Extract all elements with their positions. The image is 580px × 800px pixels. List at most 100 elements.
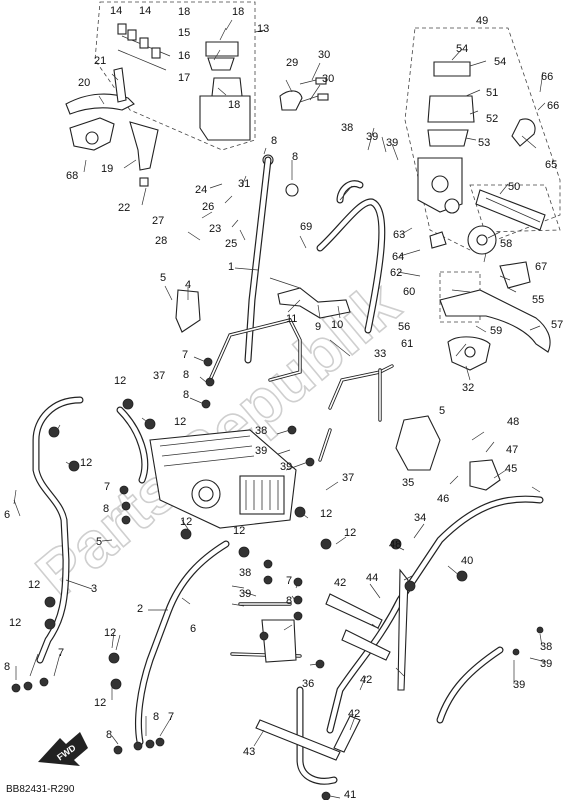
callout-7d: 7 xyxy=(58,647,64,659)
fwd-arrow: FWD xyxy=(38,732,88,766)
callout-7b: 7 xyxy=(104,481,110,493)
callout-7c: 7 xyxy=(286,575,292,587)
callout-20: 20 xyxy=(78,77,90,89)
callout-14: 14 xyxy=(110,5,122,17)
callout-9: 9 xyxy=(315,321,321,333)
callout-10: 10 xyxy=(331,319,343,331)
callout-48b: 48 xyxy=(389,539,401,551)
callout-48: 48 xyxy=(507,416,519,428)
callout-40: 40 xyxy=(461,555,473,567)
callout-59: 59 xyxy=(490,325,502,337)
callout-8i: 8 xyxy=(153,711,159,723)
callout-32: 32 xyxy=(462,382,474,394)
callout-18c: 18 xyxy=(228,99,240,111)
callout-31: 31 xyxy=(238,178,250,190)
callout-6: 6 xyxy=(4,509,10,521)
callout-69: 69 xyxy=(300,221,312,233)
callout-35: 35 xyxy=(402,477,414,489)
callout-11: 11 xyxy=(286,313,297,325)
callout-56: 56 xyxy=(398,321,410,333)
brake-lines xyxy=(32,156,544,785)
callout-34: 34 xyxy=(414,512,426,524)
callout-55: 55 xyxy=(532,294,544,306)
callout-54: 54 xyxy=(456,43,468,55)
callout-50: 50 xyxy=(508,181,520,193)
callout-52: 52 xyxy=(486,113,498,125)
callout-30b: 30 xyxy=(322,73,334,85)
callout-28: 28 xyxy=(155,235,167,247)
callout-44: 44 xyxy=(366,572,378,584)
callout-18: 18 xyxy=(178,6,190,18)
callout-8f: 8 xyxy=(286,595,292,607)
callout-65: 65 xyxy=(545,159,557,171)
leader-lines xyxy=(13,19,547,799)
callout-33: 33 xyxy=(374,348,386,360)
callout-25: 25 xyxy=(225,238,237,250)
callout-54b: 54 xyxy=(494,56,506,68)
callout-23: 23 xyxy=(209,223,221,235)
callout-12c: 12 xyxy=(80,457,92,469)
callout-4: 4 xyxy=(185,279,191,291)
callout-39: 39 xyxy=(366,131,378,143)
callout-29: 29 xyxy=(286,57,298,69)
callout-19: 19 xyxy=(101,163,113,175)
callout-18b: 18 xyxy=(232,6,244,18)
callout-66: 66 xyxy=(541,71,553,83)
callout-5c: 5 xyxy=(96,536,102,548)
callout-21: 21 xyxy=(94,55,106,67)
front-master-cylinder-group xyxy=(65,23,329,197)
callout-66b: 66 xyxy=(547,100,559,112)
callout-36: 36 xyxy=(302,678,314,690)
callout-58: 58 xyxy=(500,238,512,250)
callout-12f: 12 xyxy=(344,527,356,539)
callout-26: 26 xyxy=(202,201,214,213)
front-master-cylinder-frame xyxy=(94,1,256,151)
callout-12: 12 xyxy=(114,375,126,387)
callout-38: 38 xyxy=(341,122,353,134)
callout-39e: 39 xyxy=(239,588,251,600)
callout-47: 47 xyxy=(506,444,518,456)
callout-12d: 12 xyxy=(180,516,192,528)
callout-12b: 12 xyxy=(174,416,186,428)
callout-12e: 12 xyxy=(320,508,332,520)
callout-68: 68 xyxy=(66,170,78,182)
abs-hydraulic-unit xyxy=(149,429,297,529)
callout-53: 53 xyxy=(478,137,490,149)
callout-12g: 12 xyxy=(233,525,245,537)
callout-2: 2 xyxy=(137,603,143,615)
rear-master-cylinder-frame xyxy=(404,27,561,251)
callout-16: 16 xyxy=(178,50,190,62)
callout-24: 24 xyxy=(195,184,207,196)
callout-8d: 8 xyxy=(183,389,189,401)
callout-numbers: 1 2 3 4 5 5 5 6 6 7 7 7 7 7 8 8 8 8 8 8 … xyxy=(4,5,563,800)
callout-41: 41 xyxy=(344,789,356,800)
callout-39d: 39 xyxy=(280,461,292,473)
callout-1: 1 xyxy=(228,261,234,273)
callout-6b: 6 xyxy=(190,623,196,635)
callout-43: 43 xyxy=(243,746,255,758)
callout-60: 60 xyxy=(403,286,415,298)
callout-42b: 42 xyxy=(360,674,372,686)
callout-8h: 8 xyxy=(106,729,112,741)
drawing-reference: BB82431-R290 xyxy=(6,784,75,795)
callout-12i: 12 xyxy=(9,617,21,629)
callout-42c: 42 xyxy=(348,708,360,720)
callout-7: 7 xyxy=(182,349,188,361)
callout-8b: 8 xyxy=(292,151,298,163)
callout-45: 45 xyxy=(505,463,517,475)
callout-38b: 38 xyxy=(255,425,267,437)
callout-30: 30 xyxy=(318,49,330,61)
callout-13: 13 xyxy=(257,23,269,35)
callout-38d: 38 xyxy=(540,641,552,653)
callout-57: 57 xyxy=(551,319,563,331)
callout-5b: 5 xyxy=(439,405,445,417)
callout-61: 61 xyxy=(401,338,413,350)
callout-39f: 39 xyxy=(540,658,552,670)
callout-8c: 8 xyxy=(183,369,189,381)
callout-15: 15 xyxy=(178,27,190,39)
callout-49: 49 xyxy=(476,15,488,27)
callout-39g: 39 xyxy=(513,679,525,691)
callout-3: 3 xyxy=(91,583,97,595)
callout-8: 8 xyxy=(271,135,277,147)
